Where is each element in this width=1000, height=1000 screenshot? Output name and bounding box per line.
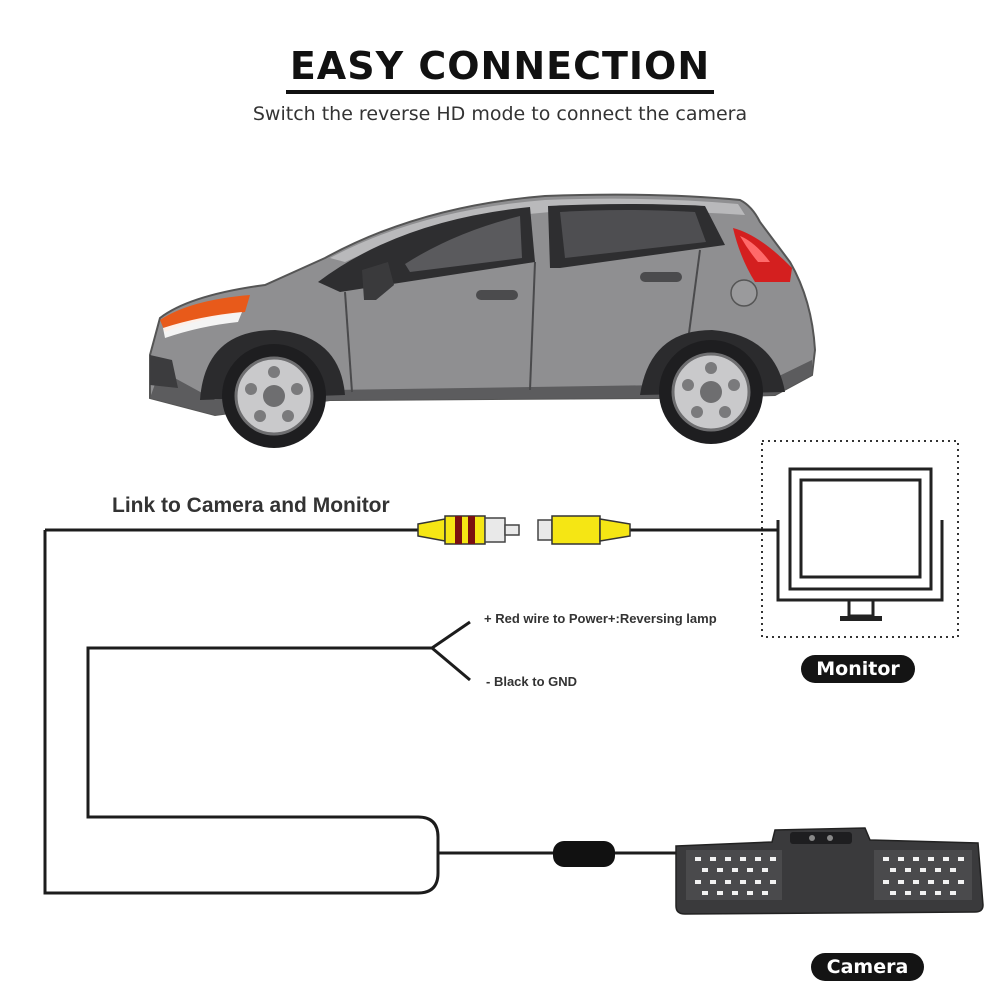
rear-wheel xyxy=(659,340,763,444)
link-label: Link to Camera and Monitor xyxy=(112,494,390,517)
camera-badge: Camera xyxy=(811,953,924,981)
monitor-illustration xyxy=(761,440,959,638)
rca-female-connector xyxy=(537,515,631,545)
black-wire xyxy=(431,646,471,682)
monitor-badge: Monitor xyxy=(801,655,915,683)
wiring xyxy=(43,528,778,895)
page-title-text: EASY CONNECTION xyxy=(285,44,715,94)
camera-illustration xyxy=(675,827,984,915)
rca-male-connector xyxy=(417,515,520,545)
page-subtitle: Switch the reverse HD mode to connect th… xyxy=(252,103,748,125)
red-wire xyxy=(431,620,471,650)
page-title: EASY CONNECTION xyxy=(0,44,1000,94)
camera-cable xyxy=(43,530,440,895)
front-wheel xyxy=(222,344,326,448)
car-illustration xyxy=(149,193,817,448)
red-wire-label: + Red wire to Power+:Reversing lamp xyxy=(484,611,717,626)
inline-filter xyxy=(553,841,615,867)
black-wire-label: - Black to GND xyxy=(486,674,578,689)
